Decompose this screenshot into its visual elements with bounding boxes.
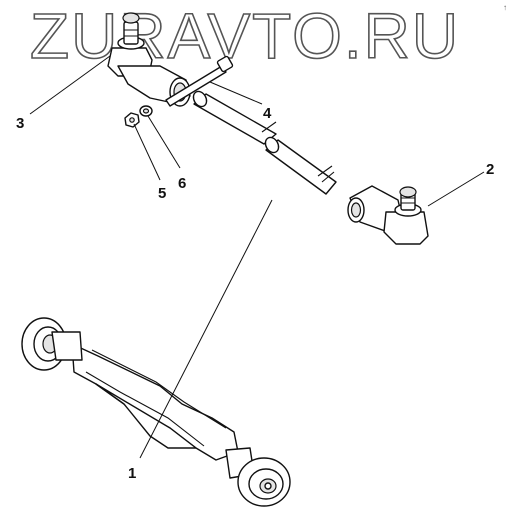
leader-2: [427, 171, 485, 207]
tie-rod-tube-left: [192, 90, 277, 145]
leader-6: [147, 115, 181, 169]
clamp-bolt: [165, 55, 234, 107]
callout-5: 5: [158, 185, 166, 202]
tie-rod-tube-right: [264, 136, 337, 195]
callout-2: 2: [486, 161, 494, 178]
leader-3: [29, 55, 111, 115]
leader-1: [139, 199, 273, 459]
corner-mark: ↑: [503, 3, 507, 12]
front-axle-beam: [21, 317, 291, 507]
callout-4: 4: [263, 105, 272, 122]
leader-4: [209, 81, 263, 105]
lock-washer: [139, 105, 153, 117]
site-watermark: ZURAVTO.RU: [30, 0, 460, 72]
callout-6: 6: [178, 175, 186, 192]
tie-rod-end-right: [347, 185, 429, 245]
leader-5: [133, 123, 161, 181]
clamp-nut: [124, 112, 140, 128]
callout-3: 3: [16, 115, 24, 132]
callout-1: 1: [128, 465, 136, 482]
